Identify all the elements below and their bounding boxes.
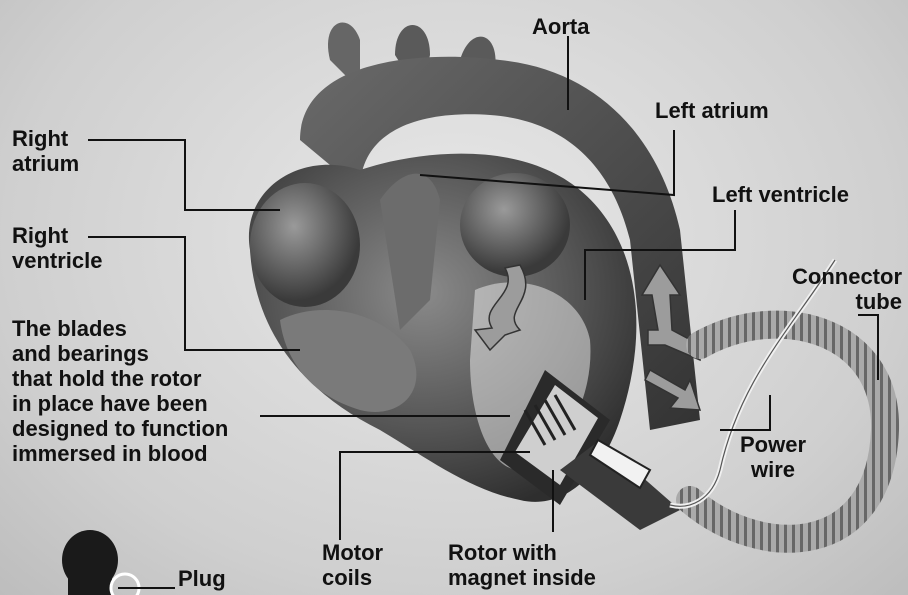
motor-coils-label-line1: Motor xyxy=(322,540,383,565)
right-ventricle-label-line1: Right xyxy=(12,223,103,248)
left-atrium-chamber xyxy=(460,173,570,277)
blades-note-line2: and bearings xyxy=(12,341,228,366)
left-ventricle-label: Left ventricle xyxy=(712,182,849,207)
right-ventricle-label: Right ventricle xyxy=(12,223,103,273)
rotor-label-line1: Rotor with xyxy=(448,540,596,565)
blades-note-line1: The blades xyxy=(12,316,228,341)
right-ventricle-label-line2: ventricle xyxy=(12,248,103,273)
power-wire-label: Power wire xyxy=(728,432,818,482)
motor-coils-label: Motor coils xyxy=(322,540,383,590)
plug-icon xyxy=(62,530,139,595)
blades-note-line4: in place have been xyxy=(12,391,228,416)
blades-note-line6: immersed in blood xyxy=(12,441,228,466)
right-atrium-label-line1: Right xyxy=(12,126,79,151)
right-atrium-label: Right atrium xyxy=(12,126,79,176)
connector-tube-label: Connector tube xyxy=(772,264,902,314)
motor-coils-label-line2: coils xyxy=(322,565,383,590)
power-wire-label-line2: wire xyxy=(728,457,818,482)
right-atrium-chamber xyxy=(250,183,360,307)
aorta-label: Aorta xyxy=(532,14,589,39)
blades-note-label: The blades and bearings that hold the ro… xyxy=(12,316,228,466)
connector-tube-label-line1: Connector xyxy=(772,264,902,289)
power-wire-label-line1: Power xyxy=(728,432,818,457)
blades-note-line3: that hold the rotor xyxy=(12,366,228,391)
rotor-label: Rotor with magnet inside xyxy=(448,540,596,590)
rotor-label-line2: magnet inside xyxy=(448,565,596,590)
right-atrium-label-line2: atrium xyxy=(12,151,79,176)
left-atrium-label: Left atrium xyxy=(655,98,769,123)
blades-note-line5: designed to function xyxy=(12,416,228,441)
plug-label: Plug xyxy=(178,566,226,591)
connector-tube-label-line2: tube xyxy=(772,289,902,314)
